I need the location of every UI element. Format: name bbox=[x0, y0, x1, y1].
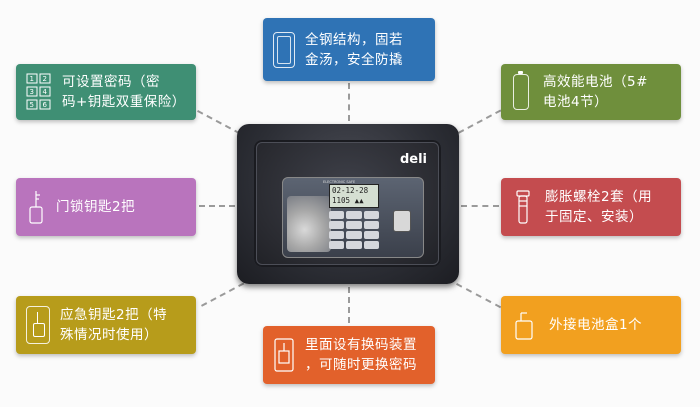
feature-line-2: 于固定、安装） bbox=[545, 209, 643, 225]
control-panel: ELECTRONIC SAFE 02-12-28 1105 ▲▲ bbox=[282, 177, 424, 258]
safe-door: deli ELECTRONIC SAFE 02-12-28 1105 ▲▲ bbox=[254, 140, 441, 267]
feature-line-1: 门锁钥匙2把 bbox=[56, 199, 136, 215]
svg-text:5: 5 bbox=[30, 101, 34, 109]
key bbox=[346, 221, 362, 229]
feature-line-1: 应急钥匙2把（特 bbox=[60, 307, 168, 323]
feature-line-2: 殊情况时使用） bbox=[60, 327, 158, 343]
keypad-icon: 1 2 3 4 5 6 bbox=[26, 73, 52, 111]
feature-line-1: 里面设有换码装置 bbox=[305, 337, 417, 353]
feature-text: 全钢结构，固若 金汤，安全防撬 bbox=[305, 30, 403, 70]
lcd-time: 1105 ▲▲ bbox=[332, 196, 376, 206]
feature-card-external: 外接电池盒1个 bbox=[501, 296, 681, 354]
feature-card-battery: 高效能电池（5# 电池4节） bbox=[501, 64, 681, 120]
lcd-display: 02-12-28 1105 ▲▲ bbox=[329, 184, 379, 208]
feature-text: 门锁钥匙2把 bbox=[56, 197, 135, 217]
key bbox=[346, 241, 362, 249]
connector-top bbox=[348, 83, 350, 121]
key bbox=[363, 221, 379, 229]
connector-right-bottom bbox=[456, 283, 502, 309]
feature-line-2: 金汤，安全防撬 bbox=[305, 51, 403, 68]
key bbox=[346, 211, 362, 219]
key bbox=[329, 231, 345, 239]
feature-text: 可设置密码（密 码+钥匙双重保险） bbox=[62, 72, 186, 112]
key bbox=[346, 231, 362, 239]
lcd-time-value: 1105 bbox=[332, 196, 351, 205]
feature-line-2: 电池4节） bbox=[543, 94, 609, 110]
floral-decoration bbox=[287, 196, 331, 252]
svg-text:4: 4 bbox=[43, 88, 48, 96]
svg-text:6: 6 bbox=[43, 101, 48, 109]
lcd-indicator: ▲▲ bbox=[354, 196, 364, 205]
feature-card-emergency: 应急钥匙2把（特 殊情况时使用） bbox=[16, 296, 196, 354]
feature-card-changecode: 里面设有换码装置 ，可随时更换密码 bbox=[263, 326, 435, 384]
feature-card-doorkey: 门锁钥匙2把 bbox=[16, 178, 196, 236]
battery-box-icon bbox=[513, 307, 535, 343]
bolt-icon-graphic bbox=[516, 190, 530, 224]
feature-text: 里面设有换码装置 ，可随时更换密码 bbox=[305, 335, 417, 375]
connector-bottom bbox=[348, 287, 350, 323]
connector-left-mid bbox=[199, 205, 235, 207]
svg-text:1: 1 bbox=[30, 75, 34, 83]
keypad bbox=[329, 211, 379, 249]
key-icon-graphic bbox=[29, 191, 43, 224]
emergency-key-icon bbox=[26, 306, 50, 344]
feature-card-password: 1 2 3 4 5 6 可设置密码（密 码+钥匙双重保险） bbox=[16, 64, 196, 120]
lcd-date: 02-12-28 bbox=[332, 186, 369, 195]
keypad-icon-graphic: 1 2 3 4 5 6 bbox=[26, 73, 51, 110]
connector-right-mid bbox=[461, 205, 499, 207]
feature-line-1: 高效能电池（5# bbox=[543, 74, 648, 90]
key bbox=[329, 221, 345, 229]
key bbox=[363, 241, 379, 249]
feature-text: 应急钥匙2把（特 殊情况时使用） bbox=[60, 305, 167, 345]
panel-tag: ELECTRONIC SAFE bbox=[323, 180, 356, 184]
battery-box-icon-graphic bbox=[515, 312, 533, 340]
gear-lock-icon bbox=[273, 337, 295, 373]
brand-logo: deli bbox=[399, 152, 427, 167]
feature-line-1: 外接电池盒1个 bbox=[549, 317, 643, 333]
keyhole bbox=[393, 210, 411, 232]
key bbox=[363, 231, 379, 239]
gear-lock-icon-graphic bbox=[274, 338, 294, 372]
feature-text: 高效能电池（5# 电池4节） bbox=[543, 72, 648, 112]
feature-line-1: 全钢结构，固若 bbox=[305, 31, 403, 48]
svg-text:3: 3 bbox=[30, 88, 34, 96]
connector-right-top bbox=[458, 109, 502, 134]
connector-left-bottom bbox=[201, 282, 245, 307]
feature-line-1: 可设置密码（密 bbox=[62, 74, 160, 90]
feature-text: 膨胀螺栓2套（用 于固定、安装） bbox=[545, 187, 652, 227]
bolt-icon bbox=[515, 189, 531, 225]
feature-card-steel: 全钢结构，固若 金汤，安全防撬 bbox=[263, 18, 435, 81]
feature-line-2: ，可随时更换密码 bbox=[305, 357, 417, 373]
key-icon bbox=[26, 189, 46, 225]
feature-card-bolts: 膨胀螺栓2套（用 于固定、安装） bbox=[501, 178, 681, 236]
feature-text: 外接电池盒1个 bbox=[549, 315, 642, 335]
key bbox=[329, 211, 345, 219]
door-panel-icon bbox=[273, 31, 295, 68]
safe-image: deli ELECTRONIC SAFE 02-12-28 1105 ▲▲ bbox=[237, 124, 459, 284]
battery-icon bbox=[513, 71, 529, 110]
feature-line-2: 码+钥匙双重保险） bbox=[62, 94, 186, 110]
key bbox=[329, 241, 345, 249]
key bbox=[363, 211, 379, 219]
svg-text:2: 2 bbox=[43, 75, 47, 83]
feature-line-1: 膨胀螺栓2套（用 bbox=[545, 189, 653, 205]
connector-left-top bbox=[197, 110, 241, 135]
